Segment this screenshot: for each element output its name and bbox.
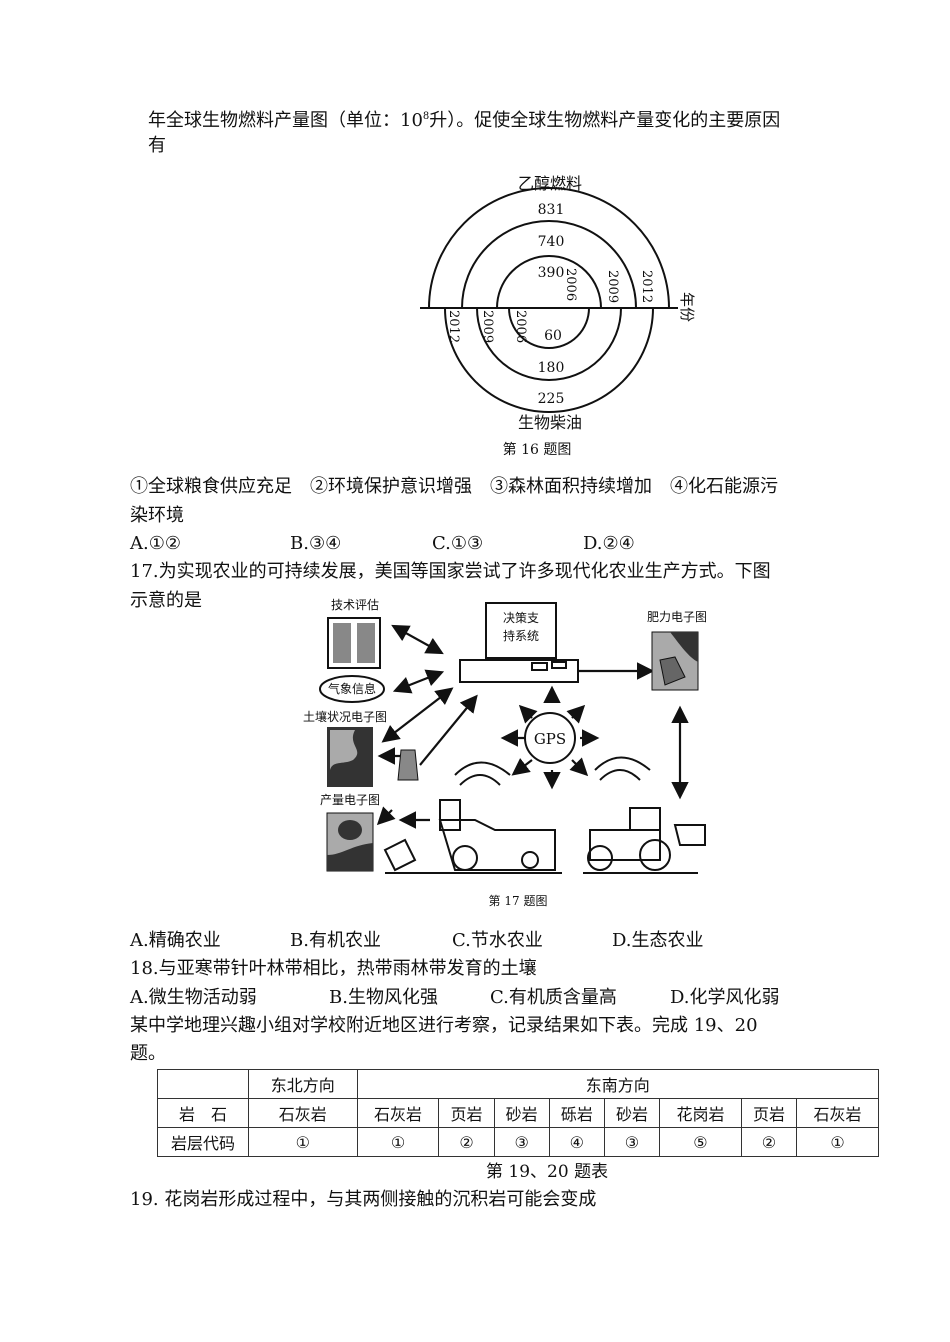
q16-choice-c[interactable]: C.①③ [432, 533, 484, 554]
q16-choice-a[interactable]: A.①② [130, 533, 181, 554]
ethanol-2009-arc [461, 220, 637, 309]
yield-map-icon [326, 812, 374, 872]
q18-choice-d[interactable]: D.化学风化弱 [670, 987, 780, 1008]
q18-choice-c[interactable]: C.有机质含量高 [490, 987, 617, 1008]
gps-icon [524, 712, 576, 764]
q19-intro-line2: 题。 [130, 1043, 166, 1064]
intro-line1: 年全球生物燃料产量图（单位：108升）。促使全球生物燃料产量变化的主要原因 [148, 110, 781, 131]
svg-text:肥力电子图: 肥力电子图 [647, 610, 707, 624]
ethanol-value: 831 [538, 202, 565, 218]
fertility-map-icon [651, 631, 699, 691]
q17-choice-d[interactable]: D.生态农业 [612, 930, 704, 951]
svg-text:产量电子图: 产量电子图 [320, 793, 380, 807]
biofuel-semicircle-chart: 乙醇燃料 831 740 390 2006 2009 2012 年份 2006 … [420, 174, 696, 458]
q16-choice-d[interactable]: D.②④ [583, 533, 635, 554]
intro-line2: 有 [148, 135, 166, 156]
svg-text:气象信息: 气象信息 [328, 681, 376, 696]
biodiesel-value: 180 [538, 360, 565, 376]
table-caption: 第 19、20 题表 [486, 1162, 609, 1182]
biodiesel-value: 60 [544, 328, 562, 344]
ethanol-value: 390 [538, 265, 565, 281]
year-label: 2006 [513, 310, 528, 343]
top-label: 乙醇燃料 [518, 174, 582, 193]
q17-choice-a[interactable]: A.精确农业 [130, 930, 221, 951]
q16-choice-b[interactable]: B.③④ [290, 533, 342, 554]
year-label: 2006 [563, 268, 578, 301]
bottom-label: 生物柴油 [518, 413, 582, 432]
ethanol-2006-arc [496, 255, 602, 309]
q19-stem: 19. 花岗岩形成过程中，与其两侧接触的沉积岩可能会变成 [130, 1189, 597, 1210]
q17-choice-c[interactable]: C.节水农业 [452, 930, 543, 951]
figure-caption: 第 16 题图 [503, 441, 572, 458]
axis-label: 年份 [678, 292, 696, 322]
q16-options-line1: ①全球粮食供应充足 ②环境保护意识增强 ③森林面积持续增加 ④化石能源污 [130, 476, 778, 497]
signal-waves-icon [454, 756, 651, 786]
combine-harvester-icon [383, 799, 562, 874]
svg-text:技术评估: 技术评估 [331, 598, 379, 612]
q17-stem-line1: 17.为实现农业的可持续发展，美国等国家尝试了许多现代化农业生产方式。下图 [130, 561, 771, 582]
biodiesel-value: 225 [538, 391, 565, 407]
q18-choice-b[interactable]: B.生物风化强 [329, 987, 438, 1008]
q18-choice-a[interactable]: A.微生物活动弱 [130, 987, 257, 1008]
svg-text:第 17 题图: 第 17 题图 [489, 894, 548, 908]
year-label: 2009 [480, 310, 495, 343]
tractor-icon [583, 807, 706, 874]
year-label: 2012 [639, 270, 654, 303]
svg-text:土壤状况电子图: 土壤状况电子图 [303, 709, 387, 724]
svg-text:决策支: 决策支 [503, 611, 539, 625]
q19-intro-line1: 某中学地理兴趣小组对学校附近地区进行考察，记录结果如下表。完成 19、20 [130, 1015, 758, 1036]
svg-text:持系统: 持系统 [503, 628, 539, 643]
cloud-icon [319, 675, 385, 703]
biodiesel-2012-arc [444, 307, 654, 413]
biodiesel-2006-arc [508, 307, 590, 349]
year-label: 2009 [605, 270, 620, 303]
q17-choice-b[interactable]: B.有机农业 [290, 930, 381, 951]
q18-stem: 18.与亚寒带针叶林带相比，热带雨林带发育的土壤 [130, 958, 537, 979]
q17-stem-line2: 示意的是 [130, 590, 202, 611]
book-icon [327, 617, 381, 669]
q16-options-line2: 染环境 [130, 505, 184, 526]
soil-map-icon [327, 727, 373, 787]
biodiesel-2009-arc [476, 307, 622, 381]
svg-text:GPS: GPS [534, 730, 566, 748]
computer-icon [459, 602, 579, 683]
sensor-icon [397, 749, 419, 781]
ethanol-2012-arc [428, 187, 670, 309]
year-label: 2012 [446, 310, 461, 343]
ethanol-value: 740 [538, 234, 565, 250]
precision-agriculture-diagram: 技术评估 气象信息 土壤状况电子图 产量电子图 决策支 持系统 肥力电子图 GP… [303, 598, 707, 908]
